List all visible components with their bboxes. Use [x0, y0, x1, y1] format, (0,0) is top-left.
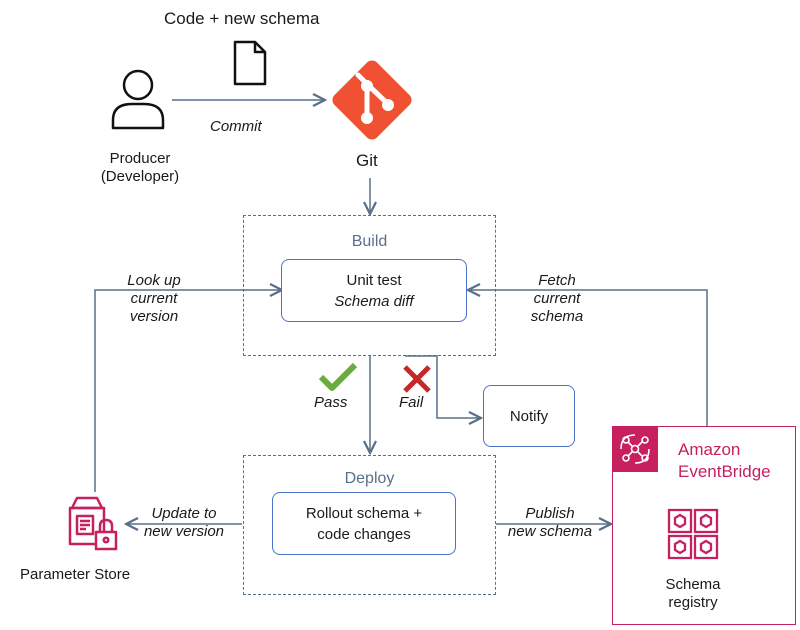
producer-line-2: (Developer)	[100, 168, 180, 185]
schema-diff-label: Schema diff	[334, 292, 414, 310]
lookup-arrow	[94, 290, 282, 492]
build-title: Build	[351, 233, 388, 250]
fail-label: Fail	[399, 394, 424, 411]
lookup-label: Look up current version	[100, 272, 208, 326]
fetch-label: Fetch current schema	[512, 272, 602, 326]
git-label: Git	[356, 151, 378, 170]
eventbridge-icon	[612, 426, 658, 472]
lookup-line-1: Look up	[127, 272, 181, 289]
pass-label: Pass	[314, 394, 348, 411]
notify-box: Notify	[483, 385, 575, 447]
update-line-2: new version	[143, 523, 225, 540]
update-line-1: Update to	[151, 505, 217, 522]
publish-label: Publish new schema	[500, 505, 600, 541]
fetch-line-3: schema	[530, 308, 584, 325]
schema-registry-icon	[667, 508, 719, 560]
producer-line-1: Producer	[109, 150, 171, 167]
parameter-store-icon	[68, 496, 118, 551]
unit-test-label: Unit test	[346, 271, 402, 289]
update-label: Update to new version	[134, 505, 234, 541]
fail-arrow	[405, 355, 481, 418]
deploy-step-box: Rollout schema + code changes	[272, 492, 456, 555]
build-stage	[243, 215, 496, 356]
fetch-line-2: current	[533, 290, 581, 307]
eventbridge-line-1: Amazon	[678, 440, 741, 459]
producer-label: Producer (Developer)	[90, 150, 190, 186]
publish-line-2: new schema	[507, 523, 593, 540]
document-icon	[233, 40, 267, 86]
rollout-line-1: Rollout schema +	[305, 504, 423, 522]
deploy-title: Deploy	[344, 470, 395, 487]
schema-registry-line-2: registry	[668, 594, 718, 611]
schema-registry-label: Schema registry	[653, 576, 733, 612]
fetch-arrow	[468, 290, 708, 428]
check-icon	[318, 362, 358, 391]
lookup-line-2: current	[130, 290, 178, 307]
top-caption: Code + new schema	[164, 9, 320, 28]
parameter-store-label: Parameter Store	[20, 566, 131, 583]
git-icon	[332, 60, 412, 140]
eventbridge-line-2: EventBridge	[678, 462, 771, 481]
build-step-box: Unit test Schema diff	[281, 259, 467, 322]
x-mark-icon	[403, 365, 431, 393]
fetch-line-1: Fetch	[538, 272, 576, 289]
eventbridge-label: Amazon EventBridge	[678, 439, 771, 483]
commit-label: Commit	[210, 118, 262, 135]
person-icon	[111, 69, 165, 130]
notify-label: Notify	[509, 407, 549, 425]
lookup-line-3: version	[129, 308, 179, 325]
schema-registry-line-1: Schema	[665, 576, 721, 593]
rollout-line-2: code changes	[317, 525, 411, 543]
deploy-stage	[243, 455, 496, 595]
publish-line-1: Publish	[525, 505, 575, 522]
